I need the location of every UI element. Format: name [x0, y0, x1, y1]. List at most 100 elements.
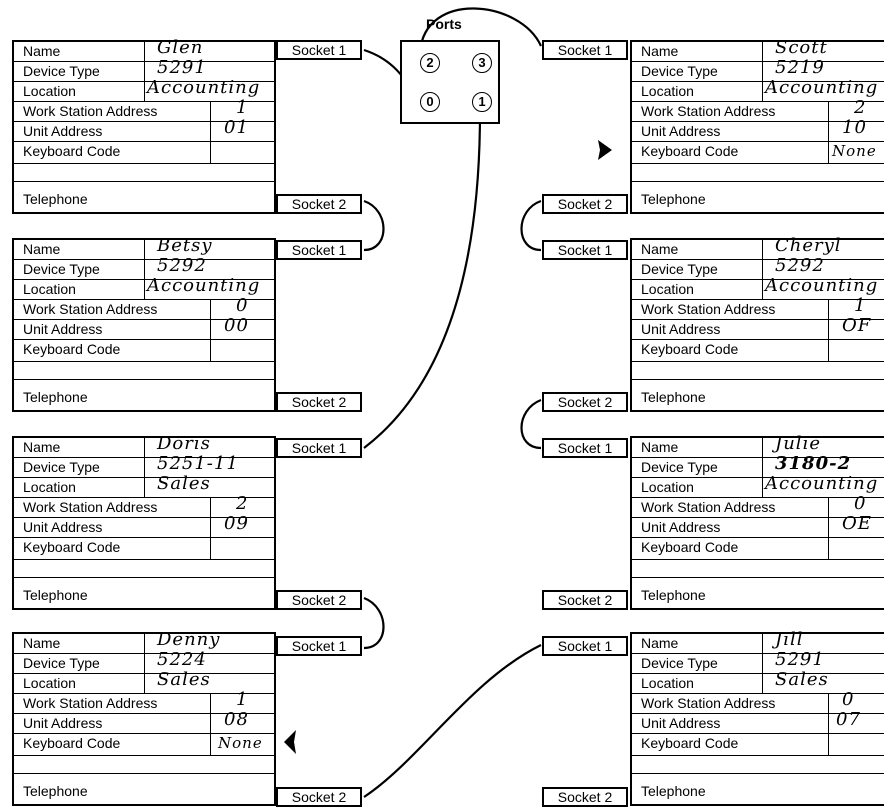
unit-label: Unit Address	[641, 123, 721, 139]
unit-value: 07	[836, 709, 861, 730]
location-label: Location	[641, 83, 694, 99]
device-type-value: 5224	[157, 649, 207, 670]
device-type-value: 5219	[775, 57, 825, 78]
denny-socket-2: Socket 2	[276, 787, 362, 807]
kbd-label: Keyboard Code	[23, 143, 121, 159]
device-type-label: Device Type	[641, 63, 718, 79]
name-label: Name	[23, 635, 61, 651]
kbd-label: Keyboard Code	[641, 735, 739, 751]
kbd-value: None	[218, 734, 263, 752]
device-type-value: 3180-2	[775, 453, 852, 474]
name-label: Name	[641, 439, 679, 455]
telephone-label: Telephone	[23, 389, 88, 405]
device-type-label: Device Type	[23, 261, 100, 277]
jill-socket-1: Socket 1	[542, 636, 628, 656]
kbd-label: Keyboard Code	[641, 539, 739, 555]
name-label: Name	[641, 241, 679, 257]
unit-label: Unit Address	[23, 715, 103, 731]
port-2: 2	[420, 53, 440, 73]
cable-glen-betsy	[363, 199, 385, 252]
julie-socket-2: Socket 2	[542, 590, 628, 610]
glen-socket-2: Socket 2	[276, 194, 362, 214]
cheryl-socket-1: Socket 1	[542, 240, 628, 260]
kbd-label: Keyboard Code	[641, 143, 739, 159]
location-label: Location	[23, 281, 76, 297]
unit-value: 00	[224, 315, 249, 336]
ports-box: 2 3 0 1	[400, 40, 500, 124]
location-value: Accounting	[765, 77, 879, 98]
doris-socket-2: Socket 2	[276, 590, 362, 610]
cable-port1-doris	[363, 111, 482, 449]
location-value: Sales	[157, 473, 211, 494]
name-label: Name	[23, 241, 61, 257]
location-label: Location	[23, 479, 76, 495]
wsa-label: Work Station Address	[23, 103, 158, 119]
kbd-label: Keyboard Code	[641, 341, 739, 357]
telephone-label: Telephone	[23, 587, 88, 603]
device-type-value: 5292	[157, 255, 207, 276]
unit-value: OE	[842, 513, 872, 534]
location-value: Sales	[775, 669, 829, 690]
unit-label: Unit Address	[641, 321, 721, 337]
wsa-value: 2	[236, 493, 249, 514]
name-value: Glen	[157, 37, 204, 58]
device-type-value: 5251-11	[157, 453, 239, 474]
name-value: Julie	[775, 433, 821, 454]
location-value: Sales	[157, 669, 211, 690]
unit-value: 10	[842, 117, 867, 138]
denny-socket-1: Socket 1	[276, 636, 362, 656]
unit-label: Unit Address	[23, 321, 103, 337]
wsa-label: Work Station Address	[23, 301, 158, 317]
cable-doris-denny	[363, 596, 385, 650]
cable-scott-cheryl	[520, 199, 542, 252]
name-value: Doris	[157, 433, 211, 454]
kbd-label: Keyboard Code	[23, 539, 121, 555]
betsy-socket-2: Socket 2	[276, 392, 362, 412]
cable-cheryl-julie	[520, 398, 542, 450]
cable-port2-scott	[418, 7, 542, 53]
telephone-label: Telephone	[641, 587, 706, 603]
device-type-label: Device Type	[641, 655, 718, 671]
location-value: Accounting	[765, 473, 879, 494]
location-value: Accounting	[147, 275, 261, 296]
scott-socket-2: Socket 2	[542, 194, 628, 214]
name-label: Name	[641, 43, 679, 59]
unit-value: 01	[224, 117, 249, 138]
cheryl-socket-2: Socket 2	[542, 392, 628, 412]
port-1: 1	[472, 92, 492, 112]
wsa-value: 2	[854, 97, 867, 118]
station-card-doris: Name Doris Device Type 5251-11 Location Sal…	[12, 433, 276, 610]
name-label: Name	[23, 439, 61, 455]
wsa-label: Work Station Address	[641, 103, 776, 119]
location-label: Location	[23, 675, 76, 691]
wsa-label: Work Station Address	[641, 499, 776, 515]
name-value: Betsy	[157, 235, 213, 256]
location-value: Accounting	[765, 275, 879, 296]
name-label: Name	[641, 635, 679, 651]
betsy-socket-1: Socket 1	[276, 240, 362, 260]
wsa-label: Work Station Address	[641, 695, 776, 711]
device-type-label: Device Type	[23, 459, 100, 475]
port-0: 0	[420, 92, 440, 112]
arrow-left-icon	[284, 730, 296, 754]
station-card-betsy: Name Betsy Device Type 5292 Location Accoun…	[12, 235, 276, 412]
wsa-value: 1	[236, 97, 249, 118]
wsa-label: Work Station Address	[23, 499, 158, 515]
julie-socket-1: Socket 1	[542, 438, 628, 458]
kbd-label: Keyboard Code	[23, 735, 121, 751]
port-3: 3	[472, 53, 492, 73]
device-type-label: Device Type	[23, 63, 100, 79]
device-type-value: 5291	[157, 57, 207, 78]
name-value: Scott	[775, 37, 828, 58]
telephone-label: Telephone	[641, 389, 706, 405]
wsa-label: Work Station Address	[641, 301, 776, 317]
kbd-label: Keyboard Code	[23, 341, 121, 357]
unit-value: OF	[842, 315, 872, 336]
telephone-label: Telephone	[641, 191, 706, 207]
location-label: Location	[23, 83, 76, 99]
device-type-label: Device Type	[23, 655, 100, 671]
